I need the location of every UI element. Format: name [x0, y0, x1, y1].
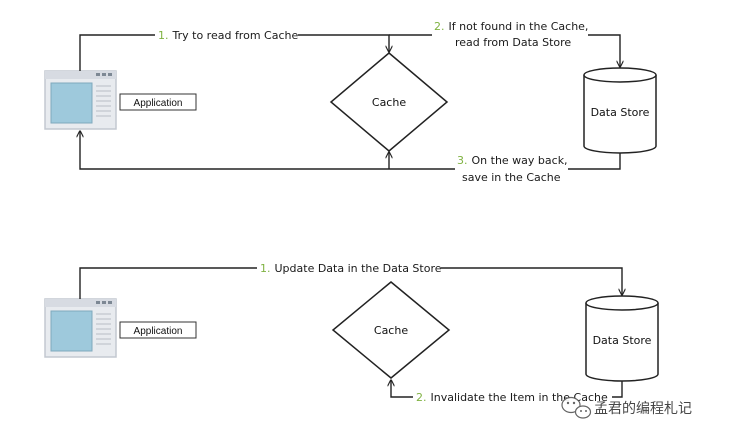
bottom-data-store-label: Data Store: [593, 334, 652, 347]
bottom-step1-number: 1.: [260, 262, 271, 275]
top-application-label: Application: [134, 98, 183, 109]
top-application-label-box: [119, 93, 197, 111]
bottom-diagram: Application Cache Data Store 1. Update Da…: [44, 262, 659, 404]
top-step1-arrow: [298, 34, 389, 52]
bottom-cache-label: Cache: [374, 324, 408, 337]
bottom-application-label: Application: [134, 326, 183, 337]
wechat-icon: [561, 396, 592, 419]
top-step3-text-line1: On the way back,: [472, 154, 568, 167]
top-step3-line-right: [568, 153, 621, 170]
top-step3-arrow-to-app: [80, 131, 455, 170]
top-step2-text-line1: If not found in the Cache,: [449, 20, 589, 33]
top-step1-label: 1.Try to read from Cache: [158, 29, 298, 42]
watermark-text: 孟君的编程札记: [594, 401, 692, 417]
top-step2-text-line2: read from Data Store: [455, 36, 571, 49]
top-step1-number: 1.: [158, 29, 169, 42]
top-step2-number: 2.: [434, 20, 445, 33]
top-application-window-icon: [44, 70, 117, 130]
top-step1-line-left: [79, 34, 155, 71]
bottom-application-label-box: [119, 321, 197, 339]
top-data-store-cylinder: [583, 67, 657, 154]
bottom-step1-text: Update Data in the Data Store: [275, 262, 442, 275]
bottom-step2-arrow: [391, 380, 413, 398]
top-step3-label-line1: 3. On the way back,: [457, 154, 568, 167]
top-data-store-label: Data Store: [591, 106, 650, 119]
top-step2-label-line1: 2. If not found in the Cache,: [434, 20, 588, 33]
watermark: 孟君的编程札记: [561, 396, 692, 419]
bottom-step1-line-left: [79, 267, 257, 299]
bottom-step2-number: 2.: [416, 391, 427, 404]
top-cache-diamond: [329, 52, 449, 152]
top-step3-number: 3.: [457, 154, 468, 167]
top-step3-text-line2: save in the Cache: [462, 171, 561, 184]
bottom-application-window-icon: [44, 298, 117, 358]
bottom-step1-label: 1. Update Data in the Data Store: [260, 262, 442, 275]
bottom-step1-arrow: [441, 267, 622, 295]
top-step1-text: Try to read from Cache: [172, 29, 299, 42]
bottom-step2-line-right: [612, 381, 623, 398]
bottom-step2-text: Invalidate the Item in the Cache: [431, 391, 608, 404]
top-diagram: Application Cache Data Store 1.Try to re…: [44, 20, 657, 184]
bottom-cache-diamond: [331, 281, 451, 379]
top-cache-label: Cache: [372, 96, 406, 109]
bottom-data-store-cylinder: [585, 295, 659, 382]
top-step2-arrow: [588, 34, 620, 67]
